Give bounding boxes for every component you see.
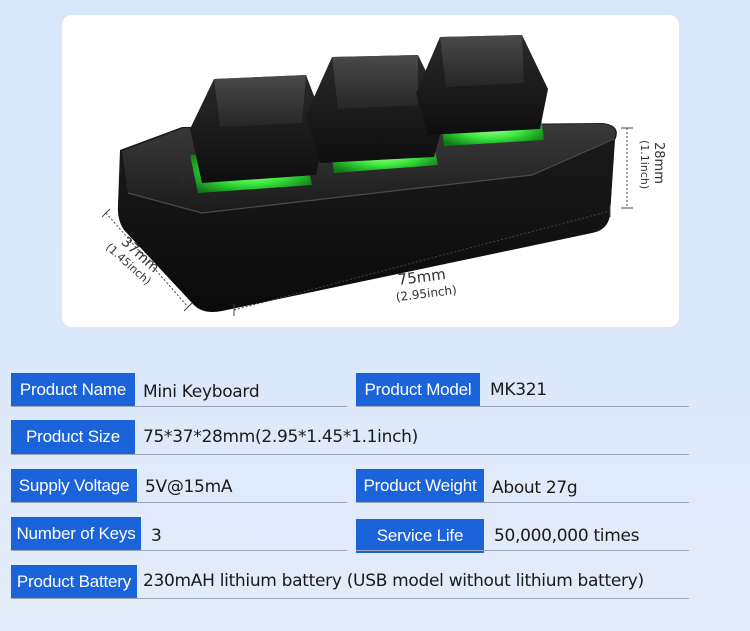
product-battery-value: 230mAH lithium battery (USB model withou… bbox=[143, 571, 644, 591]
row-divider bbox=[11, 454, 689, 455]
row-divider bbox=[11, 406, 347, 407]
row-divider bbox=[11, 598, 689, 599]
product-size-label: Product Size bbox=[11, 420, 135, 454]
keyboard-illustration: 75mm (2.95inch) 37mm (1.45inch) 28mm (1.… bbox=[101, 35, 666, 316]
row-divider bbox=[356, 550, 689, 551]
row-divider bbox=[11, 502, 347, 503]
service-life-value: 50,000,000 times bbox=[494, 526, 640, 546]
number-of-keys-label: Number of Keys bbox=[11, 517, 141, 551]
product-weight-value: About 27g bbox=[492, 478, 578, 498]
number-of-keys-value: 3 bbox=[151, 526, 162, 546]
height-mm-label: 28mm bbox=[651, 142, 666, 184]
product-model-value: MK321 bbox=[490, 380, 547, 400]
length-mm-label: 75mm bbox=[397, 265, 447, 289]
row-divider bbox=[356, 406, 689, 407]
case-logo-mark bbox=[179, 176, 185, 182]
product-image-card: 75mm (2.95inch) 37mm (1.45inch) 28mm (1.… bbox=[62, 15, 679, 327]
row-divider bbox=[356, 502, 689, 503]
product-battery-label: Product Battery bbox=[11, 565, 137, 599]
supply-voltage-label: Supply Voltage bbox=[11, 469, 137, 503]
keycap-2 bbox=[306, 55, 446, 163]
product-name-value: Mini Keyboard bbox=[143, 382, 260, 402]
product-model-label: Product Model bbox=[356, 373, 480, 407]
product-size-value: 75*37*28mm(2.95*1.45*1.1inch) bbox=[143, 427, 418, 447]
service-life-label: Service Life bbox=[356, 519, 484, 553]
height-inch-label: (1.1inch) bbox=[638, 140, 651, 189]
dimension-lines bbox=[105, 128, 628, 311]
keycap-3 bbox=[416, 35, 548, 135]
product-name-label: Product Name bbox=[11, 373, 135, 407]
supply-voltage-value: 5V@15mA bbox=[145, 477, 233, 497]
product-weight-label: Product Weight bbox=[356, 469, 484, 503]
row-divider bbox=[11, 550, 347, 551]
keycap-1 bbox=[190, 75, 326, 183]
